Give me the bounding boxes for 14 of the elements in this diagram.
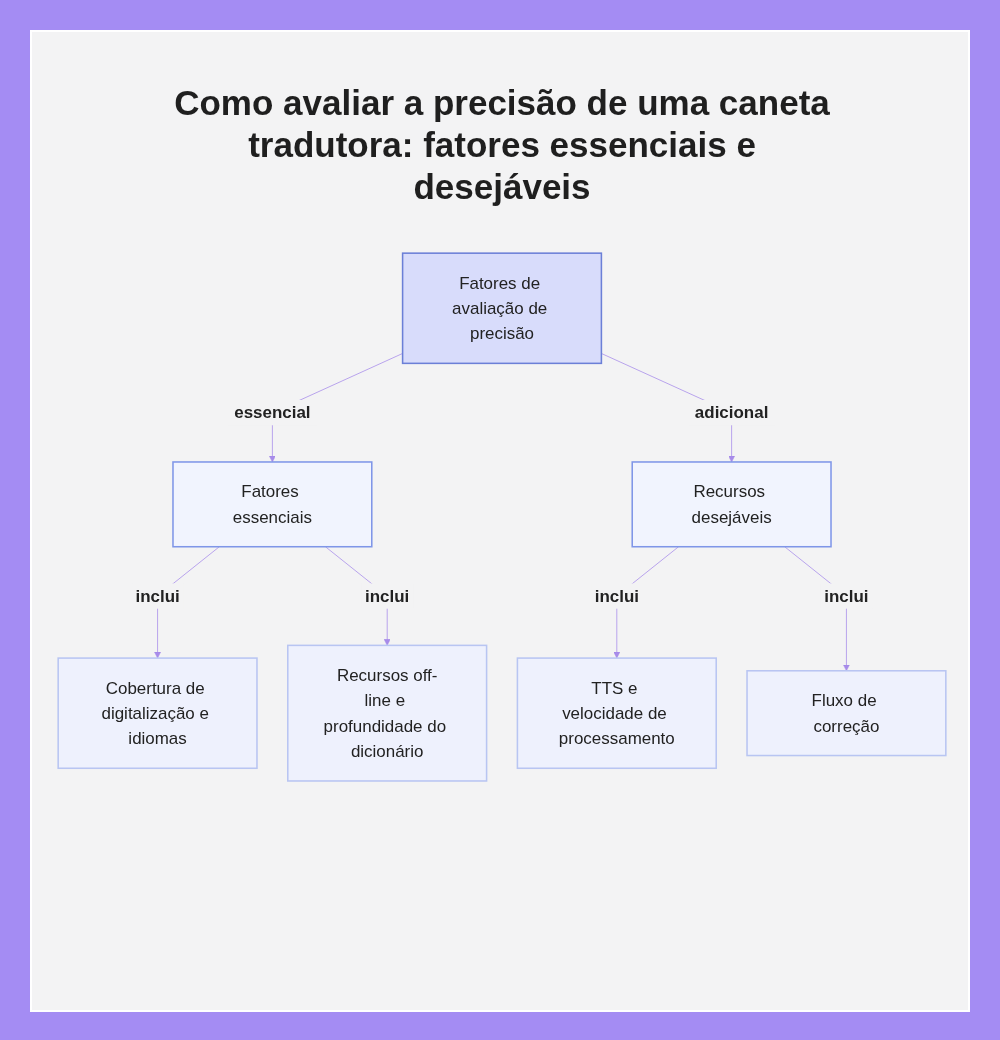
edge-label: inclui <box>135 586 180 606</box>
node-box: Cobertura de digitalização e idiomas <box>57 657 258 770</box>
node-box: Fatores de avaliação de precisão <box>401 252 603 365</box>
node-box: Fatores essenciais <box>172 461 373 548</box>
node-box: Recursos off-line e profundidade do dicionário <box>287 644 488 782</box>
edge-label: adicional <box>694 403 769 423</box>
edge-label: inclui <box>824 586 869 606</box>
node-box: Recursos desejáveis <box>631 461 832 548</box>
title: Como avaliar a precisão de uma caneta tradutora: fatores essenciais e desejáveis <box>173 82 831 208</box>
edge-label: inclui <box>594 586 639 606</box>
node-box: Fluxo de correção <box>746 670 947 757</box>
node-box: TTS e velocidade de processamento <box>516 657 717 770</box>
edge-label: essencial <box>234 403 311 423</box>
edge-label: inclui <box>365 586 410 606</box>
